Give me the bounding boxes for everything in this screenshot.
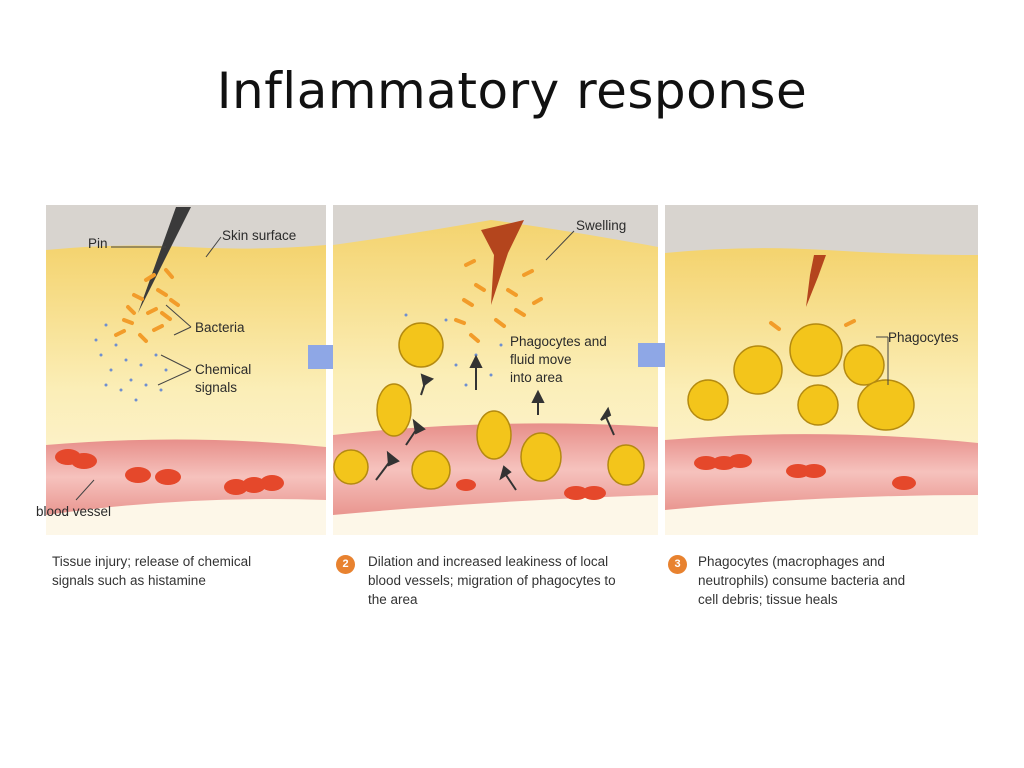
label-phagocytes-fluid-1: Phagocytes and xyxy=(510,334,607,349)
phagocyte-icon xyxy=(333,322,645,490)
label-chemical-signals-1: Chemical xyxy=(195,362,252,377)
label-phagocytes-fluid-2: fluid move xyxy=(510,352,572,367)
panel-3-art xyxy=(665,205,978,536)
label-bacteria: Bacteria xyxy=(195,320,245,335)
label-skin-surface: Skin surface xyxy=(222,228,297,243)
inflammation-figure: Pin Skin surface Bacteria Chemical signa… xyxy=(36,195,978,610)
bacteria-icon xyxy=(114,268,180,343)
caption-panel-1: Tissue injury; release of chemical signa… xyxy=(52,552,342,590)
caption-3-line-3: cell debris; tissue heals xyxy=(698,592,838,607)
caption-3-line-1: Phagocytes (macrophages and xyxy=(698,554,885,569)
panel-1-art xyxy=(46,205,326,535)
chemical-signal-dots xyxy=(94,323,168,402)
label-phagocytes: Phagocytes xyxy=(888,330,959,345)
red-blood-cells xyxy=(55,449,284,495)
phagocyte-icon xyxy=(687,323,915,431)
caption-2-line-1: Dilation and increased leakiness of loca… xyxy=(368,554,609,569)
wound-icon xyxy=(806,255,826,307)
caption-panel-2: Dilation and increased leakiness of loca… xyxy=(368,552,658,609)
caption-2-line-3: the area xyxy=(368,592,418,607)
red-blood-cells xyxy=(694,454,916,490)
red-blood-cells xyxy=(456,479,606,500)
slide-title: Inflammatory response xyxy=(216,62,808,120)
caption-2-line-2: blood vessels; migration of phagocytes t… xyxy=(368,573,616,588)
label-pin: Pin xyxy=(88,236,108,251)
bacteria-icon xyxy=(454,259,543,343)
bacteria-icon xyxy=(769,319,856,331)
figure-artwork xyxy=(46,205,978,536)
caption-3-line-2: neutrophils) consume bacteria and xyxy=(698,573,906,588)
migration-arrows-icon xyxy=(375,354,615,491)
panel-2-art xyxy=(333,205,658,535)
caption-1-line-1: Tissue injury; release of chemical xyxy=(52,554,252,569)
caption-1-line-2: signals such as histamine xyxy=(52,573,206,588)
step-badge-3: 3 xyxy=(668,555,687,574)
label-chemical-signals-2: signals xyxy=(195,380,238,395)
wound-icon xyxy=(481,220,524,305)
caption-panel-3: Phagocytes (macrophages and neutrophils)… xyxy=(698,552,988,609)
label-swelling: Swelling xyxy=(576,218,627,233)
step-badge-2: 2 xyxy=(336,555,355,574)
label-phagocytes-fluid-3: into area xyxy=(510,370,563,385)
pin-icon xyxy=(138,207,191,313)
label-blood-vessel: blood vessel xyxy=(36,504,112,519)
